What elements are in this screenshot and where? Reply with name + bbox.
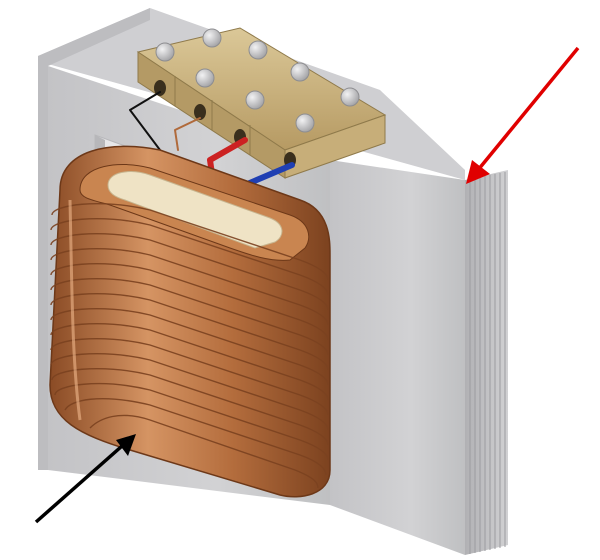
copper-lead <box>174 117 201 151</box>
lamination-lines <box>469 172 506 554</box>
screw-icon <box>155 42 175 62</box>
terminal-block-icon <box>136 27 387 179</box>
screw-icon <box>340 87 360 107</box>
screw-icon <box>248 40 268 60</box>
red-arrow-icon <box>466 46 580 184</box>
black-arrow-icon <box>34 434 136 524</box>
copper-coil-icon <box>49 145 331 498</box>
terminal-screws <box>155 28 360 133</box>
screw-icon <box>290 62 310 82</box>
coil-windings <box>50 202 329 489</box>
screw-icon <box>295 113 315 133</box>
screw-icon <box>195 68 215 88</box>
screw-icon <box>245 90 265 110</box>
screw-icon <box>202 28 222 48</box>
